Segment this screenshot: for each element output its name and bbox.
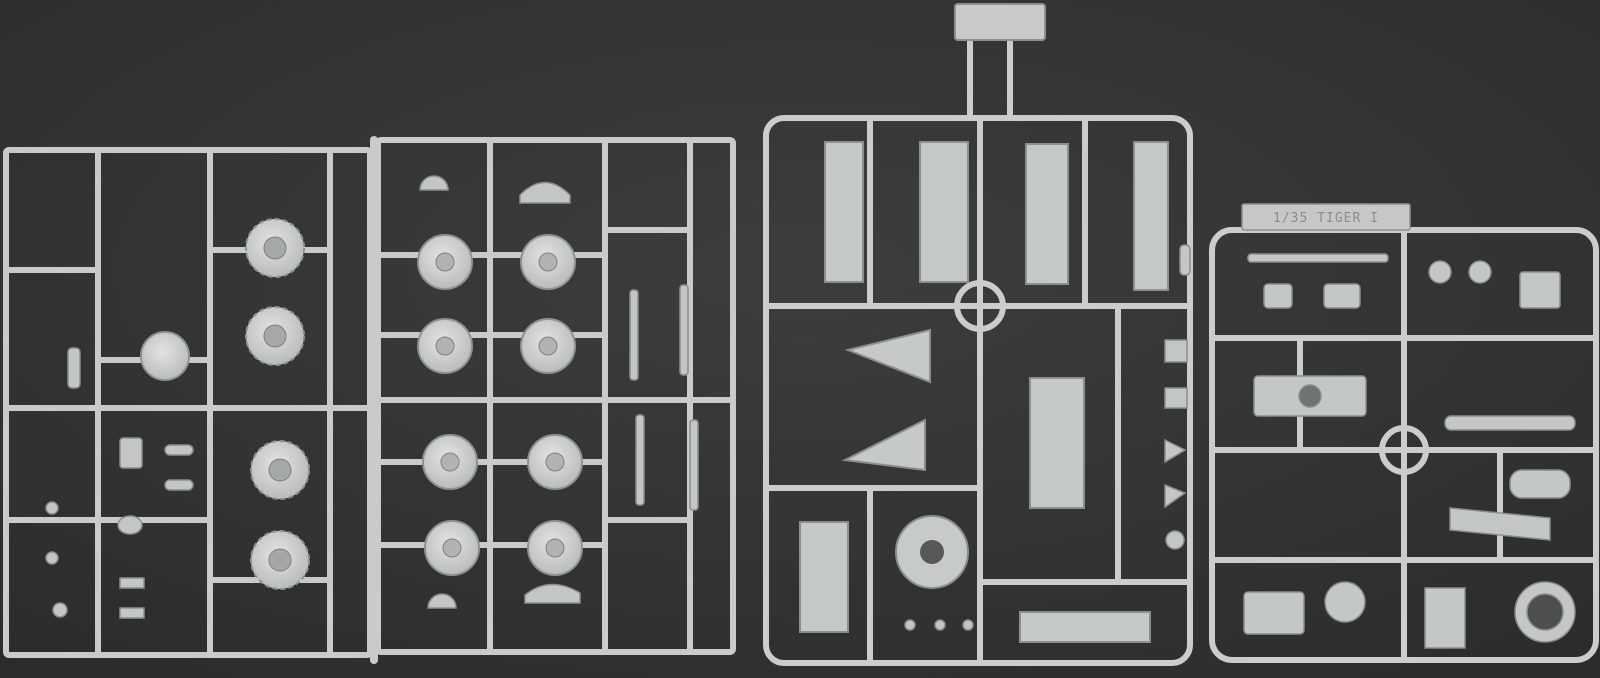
- small-part: [1165, 530, 1185, 550]
- runner-ring: [1379, 425, 1429, 475]
- hull-plate: [1019, 611, 1151, 643]
- sprue-tag-stem: [967, 35, 1013, 121]
- wedge-part: [1449, 507, 1551, 541]
- small-part: [119, 437, 143, 469]
- small-part: [1179, 244, 1191, 276]
- small-part: [1164, 438, 1187, 464]
- sprocket-hubs: [263, 236, 292, 572]
- hull-plate: [1133, 141, 1169, 291]
- middle-sprue: [763, 35, 1193, 666]
- sprocket-hub: [268, 458, 292, 482]
- torsion-bar: [629, 289, 639, 381]
- wedge-plate: [844, 328, 931, 384]
- box-part: [1263, 283, 1293, 309]
- idler-disc: [140, 331, 190, 381]
- small-part: [164, 444, 194, 456]
- road-wheel-hub: [545, 452, 565, 472]
- box-part: [1243, 591, 1305, 635]
- sprocket-hub: [263, 236, 287, 260]
- frame-c-runners: [763, 115, 1193, 666]
- road-wheel-hub: [435, 252, 455, 272]
- road-wheel-hubs: [435, 252, 565, 558]
- sprue-tag-label-plate: [1241, 203, 1411, 231]
- small-part: [45, 551, 59, 565]
- small-parts-right: [1243, 253, 1576, 649]
- sprue-tag-plate: [954, 3, 1046, 41]
- round-part: [1428, 260, 1452, 284]
- small-part: [119, 607, 145, 619]
- sprocket-hub: [268, 548, 292, 572]
- small-part: [904, 619, 916, 631]
- box-part: [1323, 283, 1361, 309]
- small-part: [52, 602, 68, 618]
- turret-ring-hole: [920, 540, 944, 564]
- torsion-bar: [635, 414, 645, 506]
- small-part: [1164, 483, 1187, 509]
- cylinder-part: [1509, 469, 1571, 499]
- road-wheel-hub: [435, 336, 455, 356]
- small-part: [1164, 339, 1188, 363]
- hull-plate: [1029, 377, 1085, 509]
- small-parts-left: [45, 175, 699, 619]
- round-part: [427, 593, 457, 609]
- small-part: [934, 619, 946, 631]
- hull-plate: [1025, 143, 1069, 285]
- torsion-bar: [689, 419, 699, 511]
- small-part: [119, 577, 145, 589]
- road-wheel-hub: [442, 538, 462, 558]
- small-part: [67, 347, 81, 389]
- barrel-part: [1247, 253, 1389, 263]
- hull-plate: [824, 141, 864, 283]
- wedge-plate: [841, 418, 926, 472]
- round-part: [419, 175, 449, 191]
- hull-plate: [919, 141, 969, 283]
- road-wheel-hub: [538, 336, 558, 356]
- frame-b-runners: [375, 137, 736, 655]
- small-part: [45, 501, 59, 515]
- small-part: [962, 619, 974, 631]
- runner-ring: [954, 280, 1006, 332]
- fender-part: [524, 583, 581, 604]
- hull-plates: [799, 141, 1169, 643]
- hull-plate: [799, 521, 849, 633]
- small-parts-middle: [904, 244, 1191, 631]
- frame-d-runners: [1209, 227, 1599, 663]
- round-part: [1468, 260, 1492, 284]
- wheel-part: [1324, 581, 1366, 623]
- left-sprue-pair: [3, 136, 736, 664]
- box-part: [1519, 271, 1561, 309]
- torsion-bar: [679, 284, 689, 376]
- small-part: [164, 479, 194, 491]
- road-wheel-hub: [538, 252, 558, 272]
- barrel-part: [1444, 415, 1576, 431]
- turret-part-hole: [1298, 384, 1322, 408]
- frame-part: [1424, 587, 1466, 649]
- road-wheel-hub: [545, 538, 565, 558]
- turret-ring-part: [895, 515, 969, 589]
- wheel-part-hole: [1526, 593, 1564, 631]
- road-wheel-hub: [440, 452, 460, 472]
- small-part: [1164, 387, 1188, 409]
- small-part: [117, 515, 143, 535]
- sprocket-hub: [263, 324, 287, 348]
- fender-part: [519, 181, 571, 204]
- sprue-tag-label: 1/35 TIGER I: [1273, 211, 1379, 226]
